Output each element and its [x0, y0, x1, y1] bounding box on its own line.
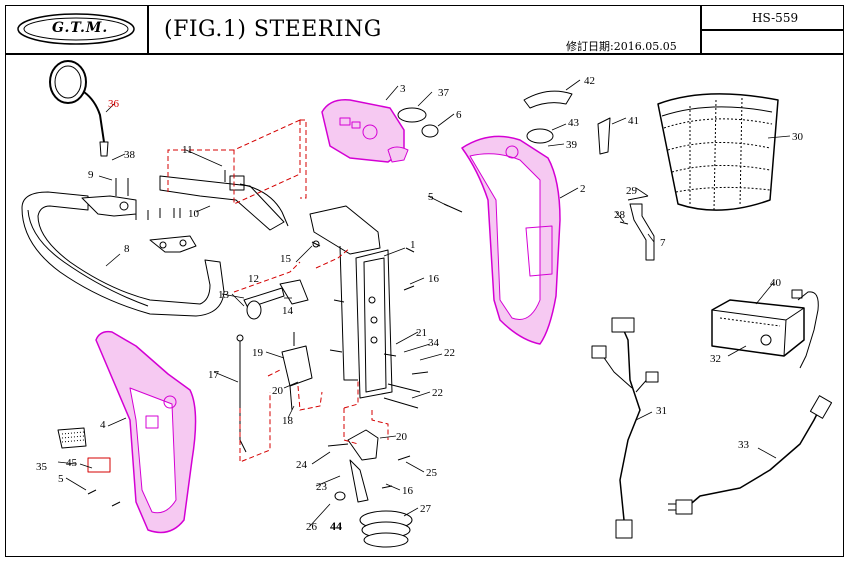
assembly-lines: [167, 119, 389, 463]
callout-5-lower: 5: [58, 473, 64, 485]
callout-18: 18: [282, 415, 294, 427]
callout-27: 27: [420, 503, 432, 515]
dashboard-part: [321, 99, 409, 163]
bezel-part: [523, 90, 573, 109]
callout-44: 44: [330, 519, 342, 533]
bracket-7-part: [629, 203, 655, 261]
callout-12: 12: [248, 273, 259, 285]
callout-36: 36: [108, 98, 120, 110]
callout-39: 39: [566, 139, 578, 151]
sheet-title: (FIG.1) STEERING: [164, 17, 382, 42]
model-code-cell: [701, 5, 844, 30]
callout-45: 45: [66, 457, 78, 469]
callout-22-lower: 22: [432, 387, 443, 399]
basket-part: [657, 93, 779, 211]
clamp-part: [81, 178, 137, 217]
callout-16-upper: 16: [428, 273, 440, 285]
callout-38: 38: [124, 149, 136, 161]
callout-31: 31: [656, 405, 667, 417]
title-cell: [148, 5, 701, 54]
callout-30: 30: [792, 131, 804, 143]
callout-35: 35: [36, 461, 48, 473]
callout-42: 42: [584, 75, 595, 87]
handlebar-part: [21, 191, 225, 317]
callout-40: 40: [770, 277, 782, 289]
callout-32: 32: [710, 353, 721, 365]
callout-25: 25: [426, 467, 438, 479]
blank-cell: [701, 30, 844, 54]
callout-9: 9: [88, 169, 94, 181]
part-callouts: 36 38 9 11 10 8 12 13 14 15 3 37 6 5 1 1…: [36, 75, 804, 533]
harness-part: [591, 317, 659, 539]
callout-4: 4: [100, 419, 106, 431]
callout-24: 24: [296, 459, 308, 471]
badge-part: [397, 107, 427, 123]
callout-16-lower: 16: [402, 485, 414, 497]
rear-cover-part: [95, 330, 197, 534]
callout-5-upper: 5: [428, 191, 434, 203]
callout-29: 29: [626, 185, 638, 197]
callout-1: 1: [410, 239, 416, 251]
lever-part: [243, 240, 320, 320]
lens-part: [526, 128, 554, 144]
callout-34: 34: [428, 337, 440, 349]
callout-8: 8: [124, 243, 130, 255]
callout-37: 37: [438, 87, 450, 99]
callout-33: 33: [738, 439, 750, 451]
callout-17: 17: [208, 369, 220, 381]
callout-21: 21: [416, 327, 427, 339]
callout-3: 3: [400, 83, 406, 95]
cap-part: [421, 124, 439, 138]
bracket-41-part: [597, 117, 611, 155]
callout-28: 28: [614, 209, 626, 221]
logo-cell: [5, 5, 148, 54]
callout-20-right: 20: [396, 431, 408, 443]
callout-6: 6: [456, 109, 462, 121]
callout-2: 2: [580, 183, 586, 195]
front-cover-part: [461, 135, 561, 345]
callout-22-upper: 22: [444, 347, 455, 359]
drawing-area: [5, 54, 844, 557]
callout-43: 43: [568, 117, 580, 129]
mirror-part: [49, 60, 109, 157]
callout-20-left: 20: [272, 385, 284, 397]
bracket-part: [159, 170, 289, 231]
model-code: HS-559: [752, 11, 799, 25]
label-part: [57, 427, 111, 473]
logo-emblem: [17, 13, 135, 45]
power-cord-part: [668, 395, 833, 515]
callout-10: 10: [188, 208, 200, 220]
callout-41: 41: [628, 115, 639, 127]
callout-23: 23: [316, 481, 328, 493]
logo-text: G.T.M.: [52, 20, 109, 36]
steering-column-part: [309, 205, 393, 399]
callout-19: 19: [252, 347, 264, 359]
fork-part: [334, 429, 413, 548]
callout-15: 15: [280, 253, 292, 265]
callout-11: 11: [182, 144, 193, 156]
revision-date: 修訂日期:2016.05.05: [566, 40, 677, 53]
callout-13: 13: [218, 289, 230, 301]
callout-7: 7: [660, 237, 666, 249]
leader-lines: [57, 79, 791, 527]
charger-part: [711, 289, 819, 369]
callout-26: 26: [306, 521, 318, 533]
callout-14: 14: [282, 305, 294, 317]
